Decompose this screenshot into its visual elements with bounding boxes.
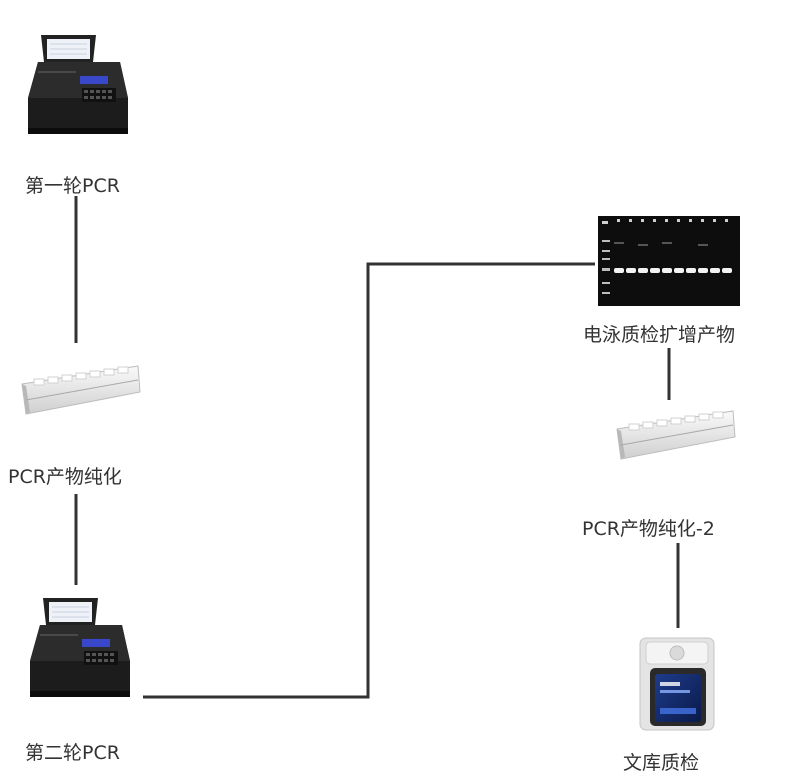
node-label-purify2: PCR产物纯化-2 xyxy=(582,518,715,540)
node-label-pcr2: 第二轮PCR xyxy=(25,742,120,764)
connector-lines xyxy=(74,196,680,699)
gel-electrophoresis-icon xyxy=(598,216,740,306)
connector-pcr2-gel xyxy=(143,262,595,699)
magnetic-rack-icon xyxy=(616,410,736,460)
node-label-purify1: PCR产物纯化 xyxy=(8,466,122,488)
pcr-thermocycler-icon xyxy=(29,597,131,698)
node-label-qc: 文库质检 xyxy=(623,752,700,774)
node-label-gel: 电泳质检扩增产物 xyxy=(583,324,736,346)
pcr-thermocycler-icon xyxy=(27,34,129,135)
magnetic-rack-icon xyxy=(21,365,141,415)
fluorometer-icon xyxy=(639,637,715,731)
node-label-pcr1: 第一轮PCR xyxy=(25,175,120,197)
